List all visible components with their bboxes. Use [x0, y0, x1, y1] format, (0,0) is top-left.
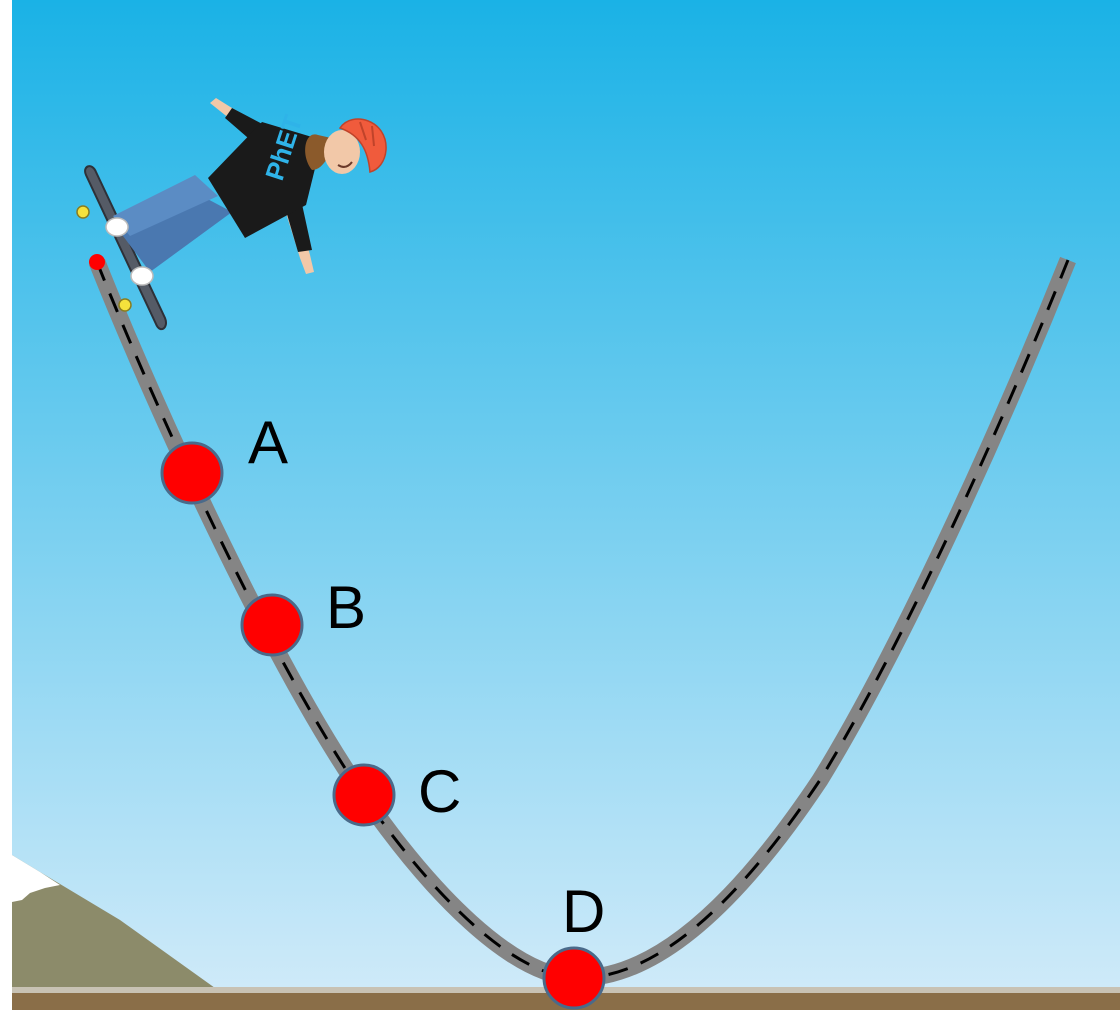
skater-shirt	[208, 122, 322, 238]
skateboard-wheel-2	[118, 298, 132, 312]
mountain-snow-cap	[12, 855, 60, 902]
skater-figure[interactable]: PhET	[76, 98, 387, 331]
skater-shoe-front	[105, 217, 129, 237]
label-d: D	[562, 878, 605, 945]
marker-d[interactable]	[542, 946, 606, 1010]
point-c[interactable]: C	[332, 758, 461, 827]
marker-b[interactable]	[240, 593, 304, 657]
skateboard	[76, 165, 167, 331]
point-b[interactable]: B	[240, 574, 366, 657]
track-start-dot[interactable]	[89, 254, 105, 270]
skateboard-wheel-1	[76, 205, 90, 219]
mountain-body	[12, 855, 215, 988]
skater-helmet	[338, 118, 387, 173]
skater-smile	[337, 161, 353, 168]
mountain	[12, 855, 215, 988]
helmet-vent-2	[371, 125, 375, 147]
skater-leg-front	[113, 175, 218, 236]
marker-a[interactable]	[160, 441, 224, 505]
left-margin	[0, 0, 12, 1010]
skateboard-deck	[84, 165, 167, 331]
label-b: B	[326, 574, 366, 641]
point-d[interactable]: D	[542, 878, 606, 1010]
skater-shoe-back	[130, 266, 154, 286]
helmet-icon	[338, 118, 387, 173]
label-a: A	[248, 409, 288, 476]
label-c: C	[418, 758, 461, 825]
helmet-vent-1	[359, 121, 367, 141]
point-a[interactable]: A	[160, 409, 288, 505]
skater-leg-back	[120, 195, 232, 272]
marker-c[interactable]	[332, 763, 396, 827]
